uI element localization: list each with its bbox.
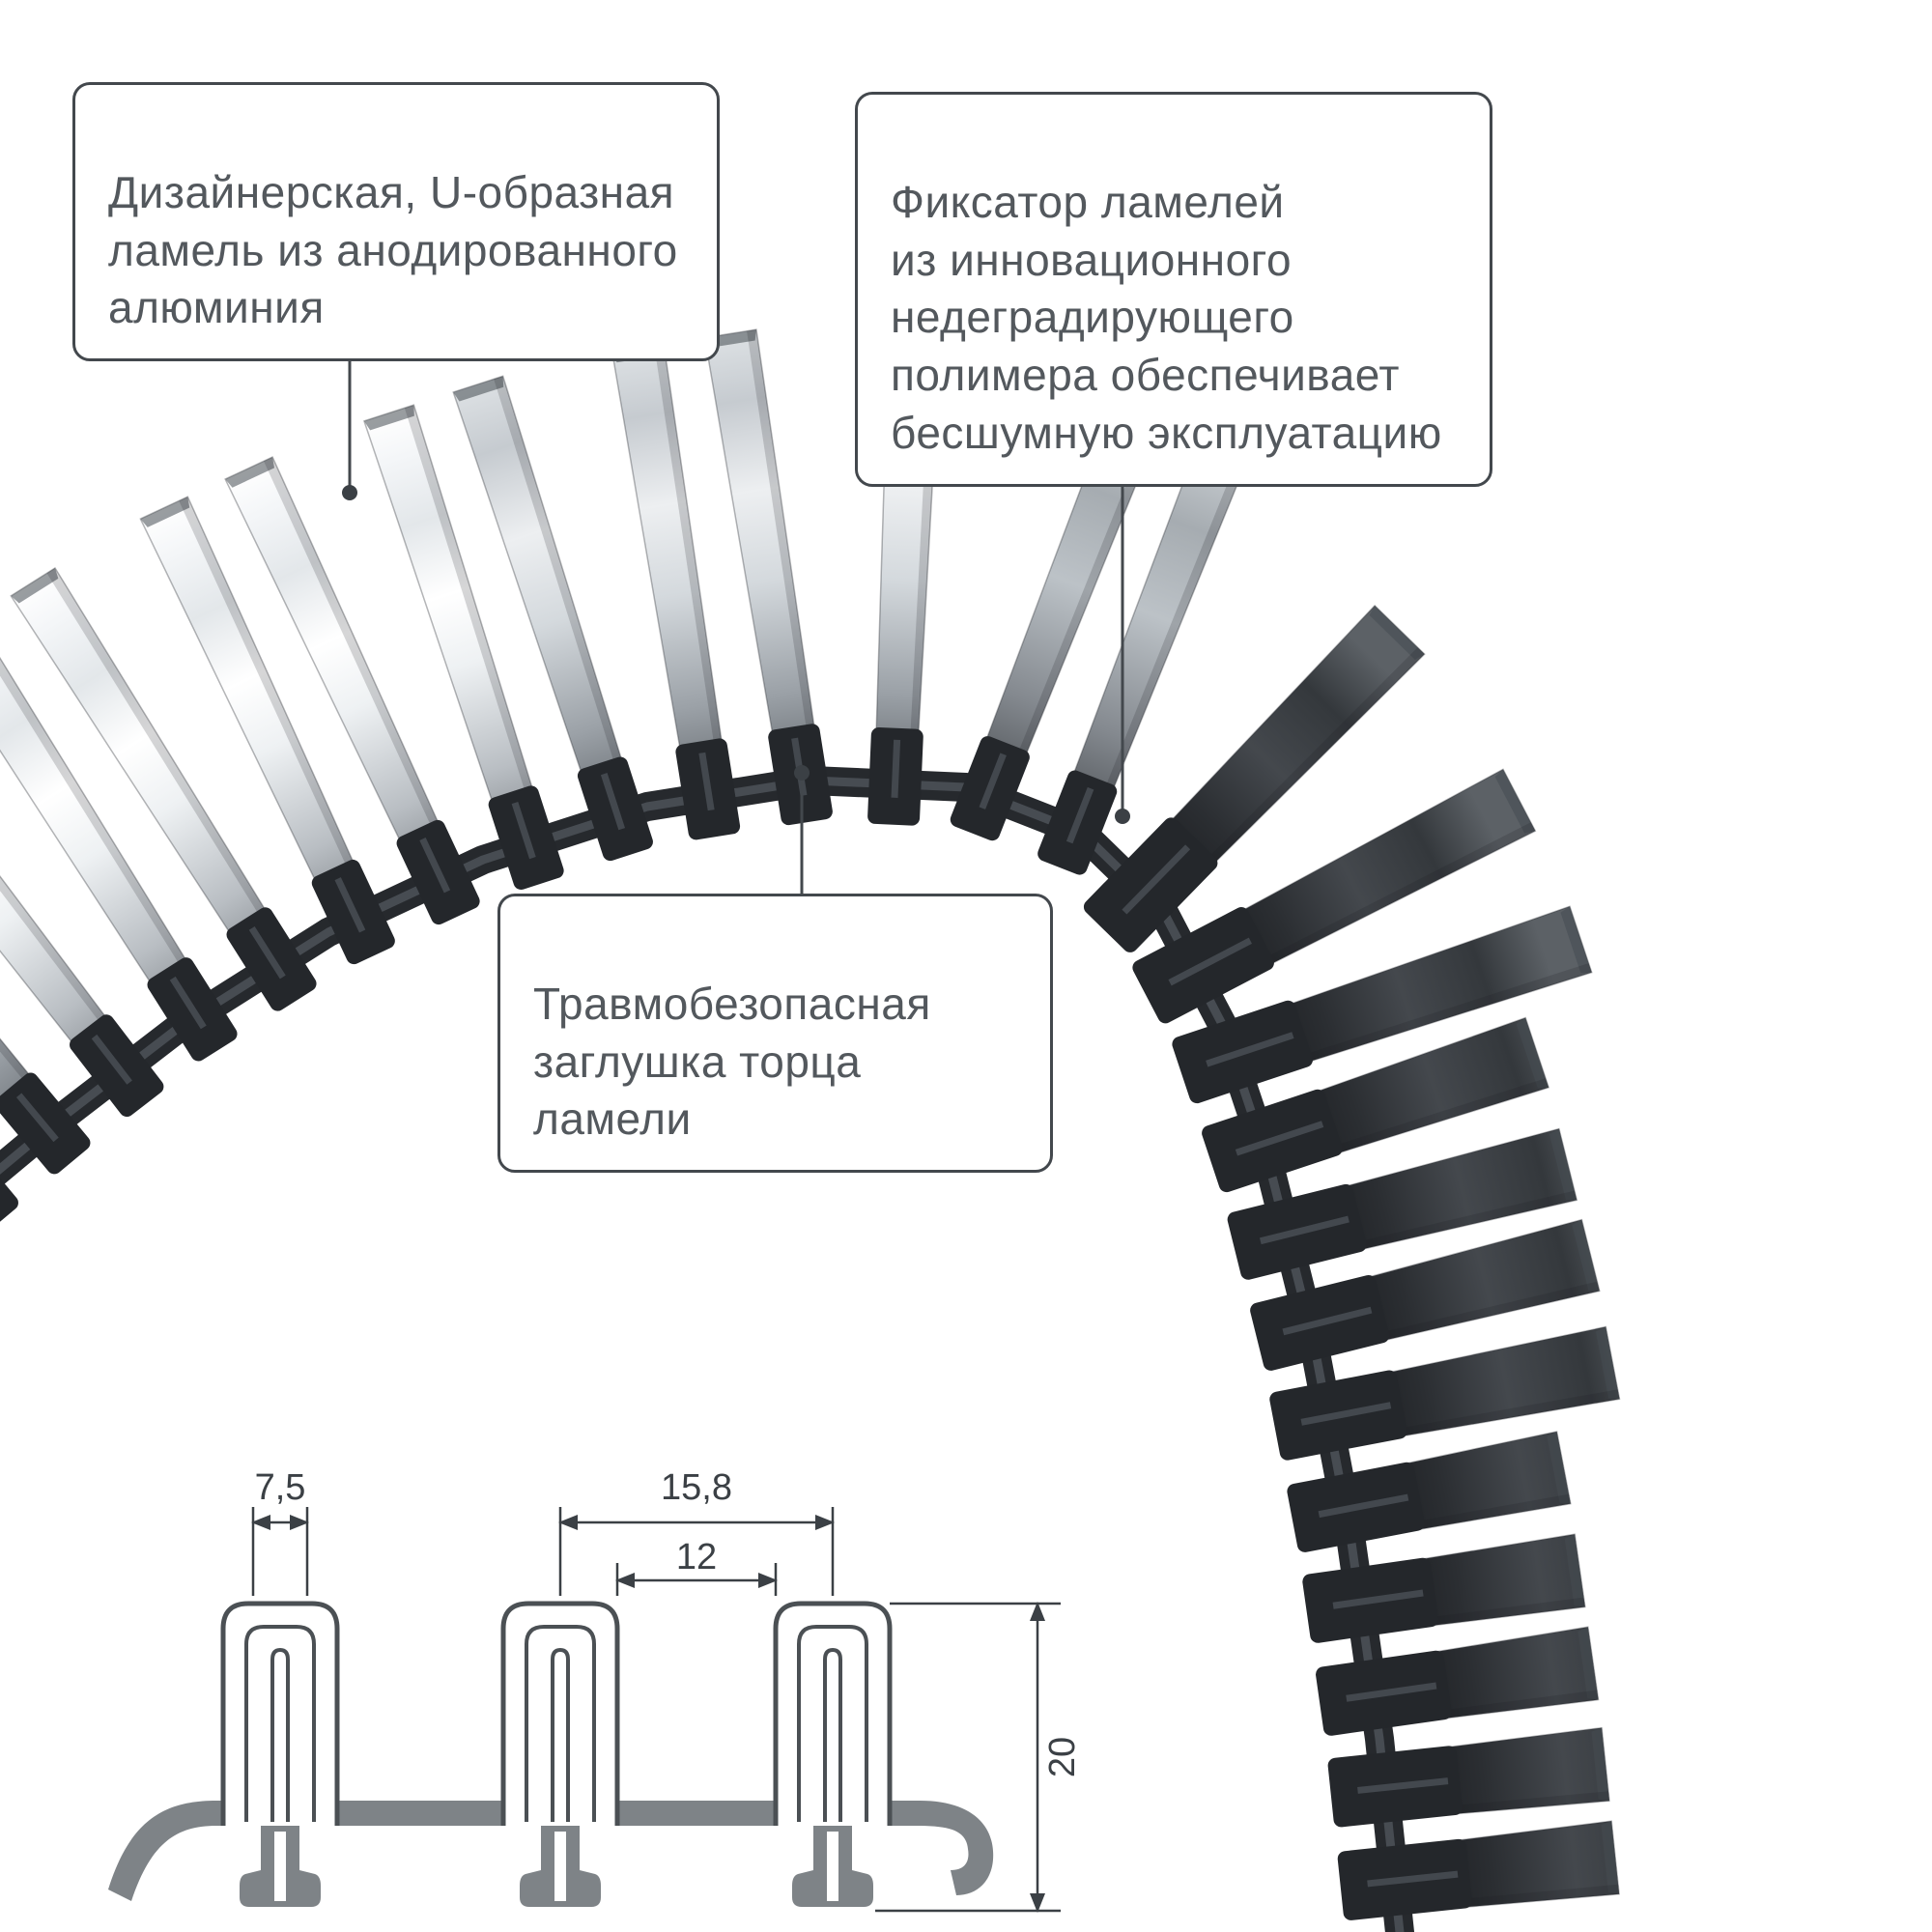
- callout-fixator: Фиксатор ламелей из инновационного недег…: [855, 92, 1492, 487]
- lamella-fixator-clip: [1287, 1462, 1425, 1552]
- lamella-fixator-clip: [396, 819, 480, 925]
- lamella-fixator-clip: [147, 957, 238, 1062]
- lamella-fixators: [0, 724, 1472, 1920]
- lamella-fixator-clip: [311, 859, 395, 965]
- lamella-fixator-clip: [1132, 907, 1274, 1024]
- dimension-slot-width: 7,5: [251, 1467, 309, 1596]
- dimension-gap: 12: [615, 1537, 778, 1596]
- lamella-fixator-clip: [1327, 1746, 1463, 1828]
- lamella-fixator-clip: [1302, 1557, 1439, 1643]
- lamella-fixator-clip: [1202, 1089, 1343, 1193]
- lamella-fixator-clip: [675, 738, 741, 840]
- lamella-fixator-clip: [70, 1014, 164, 1118]
- grille-illustration: [0, 328, 1621, 1932]
- callout-dot-lamella: [342, 485, 357, 500]
- dimension-label-height: 20: [1042, 1737, 1083, 1777]
- lamella-fixator-clip: [950, 736, 1030, 841]
- lamella-fixator-clip: [226, 907, 317, 1011]
- dimension-pitch: 15,8: [558, 1467, 835, 1596]
- callout-fixator-text: Фиксатор ламелей из инновационного недег…: [891, 176, 1442, 458]
- callout-lamella-text: Дизайнерская, U-образная ламель из аноди…: [108, 166, 678, 333]
- grille-lamellas: [0, 328, 1621, 1916]
- callout-endcap-text: Травмобезопасная заглушка торца ламели: [533, 978, 931, 1145]
- lamella-fixator-clip: [1316, 1650, 1452, 1736]
- lamella: [452, 375, 643, 838]
- dimension-label-slot-width: 7,5: [255, 1467, 306, 1508]
- section-profile-3: [773, 1601, 893, 1826]
- lamella-fixator-clip: [867, 727, 923, 826]
- lamella-fixator-clip: [1172, 1000, 1314, 1104]
- callout-lamella: Дизайнерская, U-образная ламель из аноди…: [72, 82, 720, 362]
- dimension-label-pitch: 15,8: [661, 1467, 732, 1508]
- section-clip: [792, 1824, 873, 1907]
- lamella-fixator-clip: [1083, 817, 1218, 952]
- lamella-fixator-clip: [1337, 1838, 1472, 1920]
- lamella-fixator-clip: [0, 1072, 91, 1175]
- lamella-fixator-clip: [488, 785, 564, 890]
- section-profile-1: [220, 1601, 340, 1826]
- section-clip: [520, 1824, 601, 1907]
- lamella-fixator-clip: [577, 756, 653, 862]
- callout-endcap: Травмобезопасная заглушка торца ламели: [497, 894, 1053, 1174]
- section-profile-2: [500, 1601, 620, 1826]
- dimension-label-gap: 12: [676, 1537, 717, 1577]
- callout-dot-endcap: [794, 765, 810, 781]
- cross-section-drawing: 7,5 15,8 12 20: [108, 1467, 1083, 1913]
- dimension-height: 20: [875, 1602, 1083, 1913]
- lamella-fixator-clip: [1269, 1370, 1407, 1461]
- callout-dot-fixator: [1115, 809, 1130, 824]
- section-clip: [240, 1824, 321, 1907]
- lamella-fixator-clip: [1227, 1183, 1367, 1280]
- lamella-fixator-clip: [1250, 1274, 1390, 1371]
- lamella: [10, 566, 302, 991]
- lamella-fixator-clip: [1037, 770, 1118, 875]
